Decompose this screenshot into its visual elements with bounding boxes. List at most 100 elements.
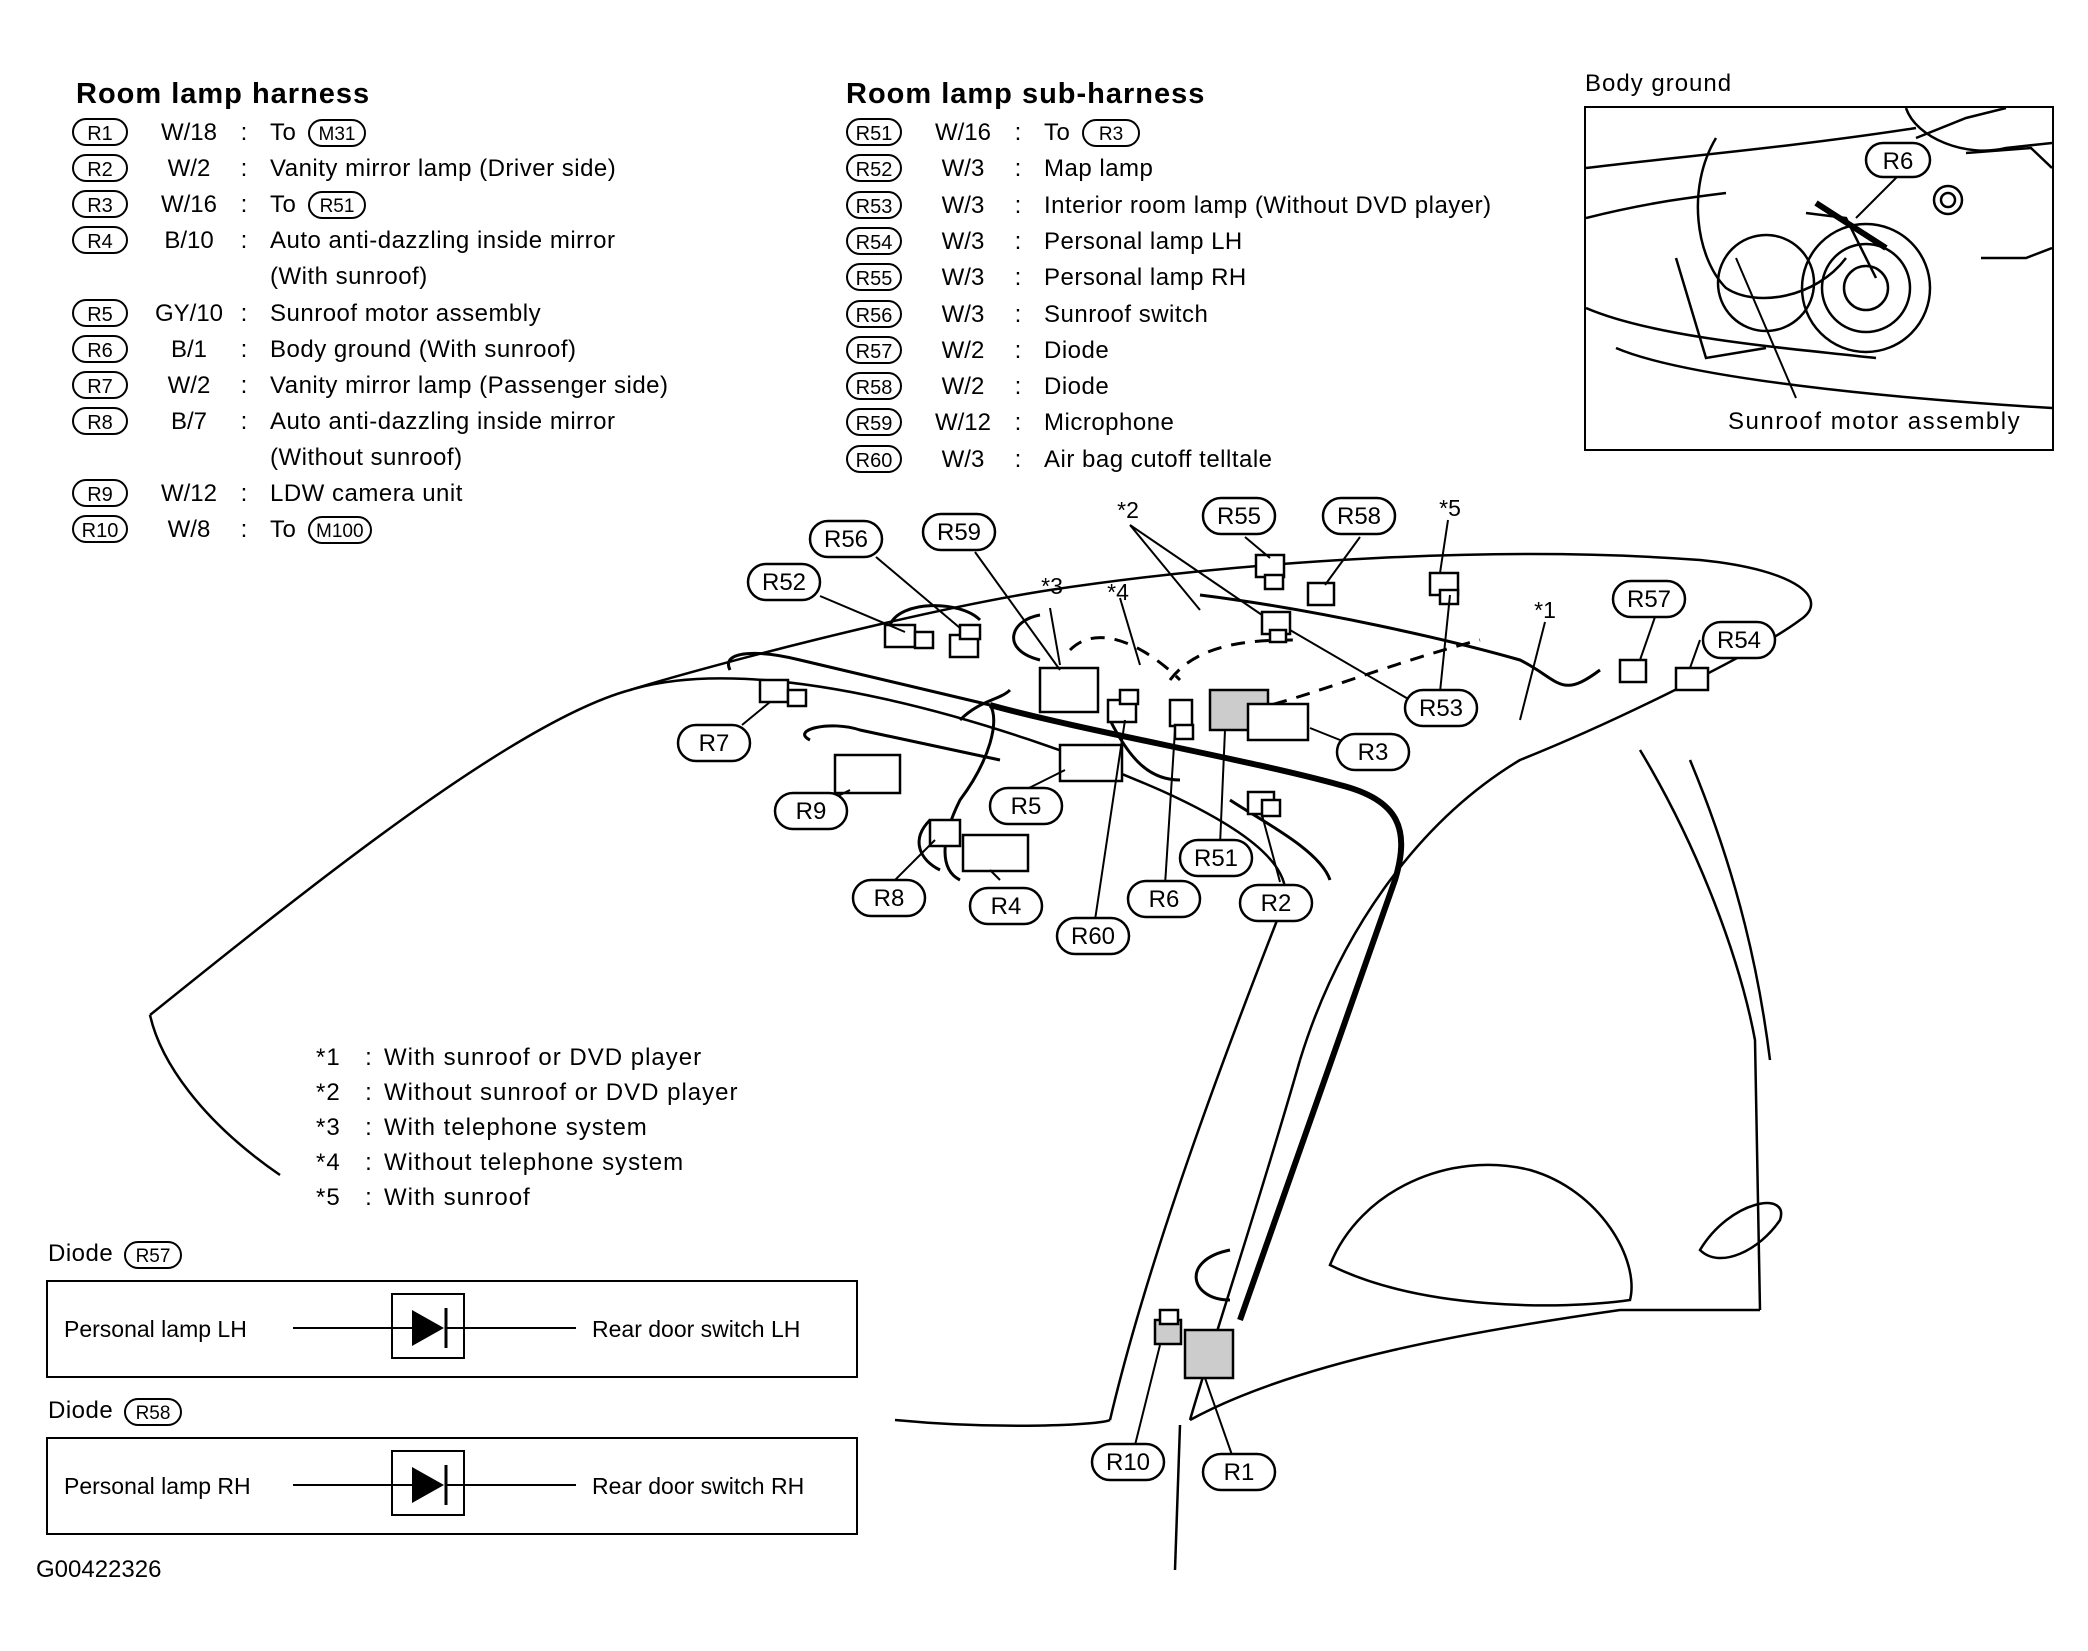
note-colon: :	[365, 1149, 373, 1176]
callout-labels: R56 R59 R52 R55 R58 R57 R54 R53 R3 R7 R9…	[699, 503, 1761, 1486]
body-ground-inset: R6 Sunroof motor assembly	[1584, 106, 2054, 451]
callout-r9: R9	[796, 798, 827, 825]
note-row: *5:With sunroof	[316, 1184, 531, 1212]
callout-r57: R57	[1627, 586, 1671, 613]
diode-right-label: Rear door switch LH	[592, 1316, 801, 1342]
note-text: With sunroof or DVD player	[384, 1044, 703, 1071]
harness-wire-spec: W/16	[160, 191, 217, 219]
callout-r54: R54	[1717, 627, 1761, 654]
callout-r58: R58	[1337, 503, 1381, 530]
callout-r5: R5	[1011, 793, 1042, 820]
subharness-connector-code: R60	[846, 444, 902, 473]
subharness-wire-spec: W/16	[934, 119, 991, 146]
diode-left-label: Personal lamp LH	[64, 1316, 247, 1342]
harness-connector-code: R1	[72, 118, 128, 146]
subharness-description: Personal lamp LH	[1044, 227, 1243, 255]
subharness-colon: :	[1014, 300, 1022, 328]
harness-colon: :	[240, 299, 248, 327]
leader-lines	[741, 519, 1701, 1456]
callout-r3: R3	[1358, 739, 1389, 766]
harness-connector-code: R3	[72, 190, 128, 219]
diode-code: R58	[124, 1398, 182, 1426]
star-markers: *2 *5 *1 *3 *4	[1041, 495, 1556, 623]
harness-description: Vanity mirror lamp (Passenger side)	[270, 371, 669, 399]
marker-star-5: *5	[1439, 495, 1461, 521]
diode-left-label: Personal lamp RH	[64, 1473, 251, 1499]
inset-caption: Sunroof motor assembly	[1726, 408, 2024, 436]
harness-connector-code: R7	[72, 370, 128, 399]
harness-colon: :	[240, 480, 248, 507]
subharness-colon: :	[1014, 264, 1022, 292]
note-marker: *3	[316, 1114, 341, 1141]
marker-star-3: *3	[1041, 573, 1063, 599]
main-harness-wire	[989, 702, 1405, 1321]
note-colon: :	[365, 1184, 373, 1211]
note-marker: *5	[316, 1184, 341, 1211]
harness-ref-code: M100	[308, 516, 372, 545]
subharness-colon: :	[1014, 336, 1022, 364]
harness-wire-spec: GY/10	[154, 299, 224, 327]
diode-symbol-icon	[293, 1293, 576, 1359]
harness-colon: :	[240, 155, 248, 183]
harness-connector-code: R10	[72, 515, 128, 544]
harness-description: Vanity mirror lamp (Driver side)	[270, 155, 617, 183]
note-text: Without telephone system	[384, 1149, 685, 1176]
callout-r51: R51	[1194, 845, 1238, 872]
harness-wire-spec: W/8	[167, 516, 211, 544]
callout-r8: R8	[874, 885, 905, 912]
harness-description: (Without sunroof)	[270, 443, 463, 471]
harness-wire-spec: W/12	[160, 480, 217, 507]
harness-colon: :	[240, 119, 248, 146]
note-marker: *1	[316, 1044, 341, 1071]
subharness-connector-code: R57	[846, 335, 902, 364]
inset-illustration: R6	[1586, 108, 2052, 410]
diode-symbol-icon	[293, 1450, 576, 1516]
subharness-connector-code: R54	[846, 226, 902, 255]
note-text: With telephone system	[384, 1114, 648, 1141]
callout-r10: R10	[1106, 1449, 1150, 1476]
harness-connector-code: R4	[72, 226, 128, 255]
subharness-wire-spec: W/2	[941, 373, 985, 401]
subharness-wire-spec: W/2	[941, 336, 985, 364]
harness-colon: :	[240, 516, 248, 544]
note-row: *3:With telephone system	[316, 1114, 648, 1142]
callout-r52: R52	[762, 569, 806, 596]
harness-description: Auto anti-dazzling inside mirror	[270, 227, 616, 255]
subharness-connector-code: R51	[846, 118, 902, 146]
subharness-connector-code: R59	[846, 408, 902, 437]
subharness-title: Room lamp sub-harness	[846, 78, 1206, 110]
harness-wire-spec: B/1	[170, 335, 208, 363]
harness-ref-code: R51	[308, 191, 366, 220]
subharness-connector-code: R56	[846, 299, 902, 328]
note-marker: *4	[316, 1149, 341, 1176]
subharness-colon: :	[1014, 445, 1022, 473]
callout-pills	[676, 496, 1777, 1492]
subharness-wire-spec: W/3	[941, 191, 985, 219]
car-body-outline	[148, 552, 1813, 1571]
marker-star-4: *4	[1107, 579, 1129, 605]
harness-title: Room lamp harness	[76, 78, 371, 110]
subharness-colon: :	[1014, 155, 1022, 183]
harness-description: (With sunroof)	[270, 263, 428, 291]
subharness-description: Microphone	[1044, 409, 1175, 437]
subharness-description: Diode	[1044, 336, 1110, 364]
harness-description: LDW camera unit	[270, 480, 463, 507]
note-row: *4: Without telephone system	[316, 1149, 684, 1177]
harness-wire-spec: B/10	[164, 227, 214, 255]
note-row: *1:With sunroof or DVD player	[316, 1044, 702, 1072]
callout-r59: R59	[937, 519, 981, 546]
callout-r2: R2	[1261, 890, 1292, 917]
harness-description: Auto anti-dazzling inside mirror	[270, 407, 616, 435]
note-text: Without sunroof or DVD player	[384, 1079, 739, 1106]
diode-right-label: Rear door switch RH	[592, 1473, 805, 1499]
diode-code: R57	[124, 1241, 182, 1269]
sub-harness-wires	[726, 593, 1601, 1302]
subharness-description: Air bag cutoff telltale	[1044, 445, 1273, 473]
callout-r60: R60	[1071, 923, 1115, 950]
subharness-colon: :	[1014, 409, 1022, 437]
marker-star-1: *1	[1534, 597, 1556, 623]
callout-r56: R56	[824, 526, 868, 553]
callout-r55: R55	[1217, 503, 1261, 530]
harness-description: Body ground (With sunroof)	[270, 335, 577, 363]
